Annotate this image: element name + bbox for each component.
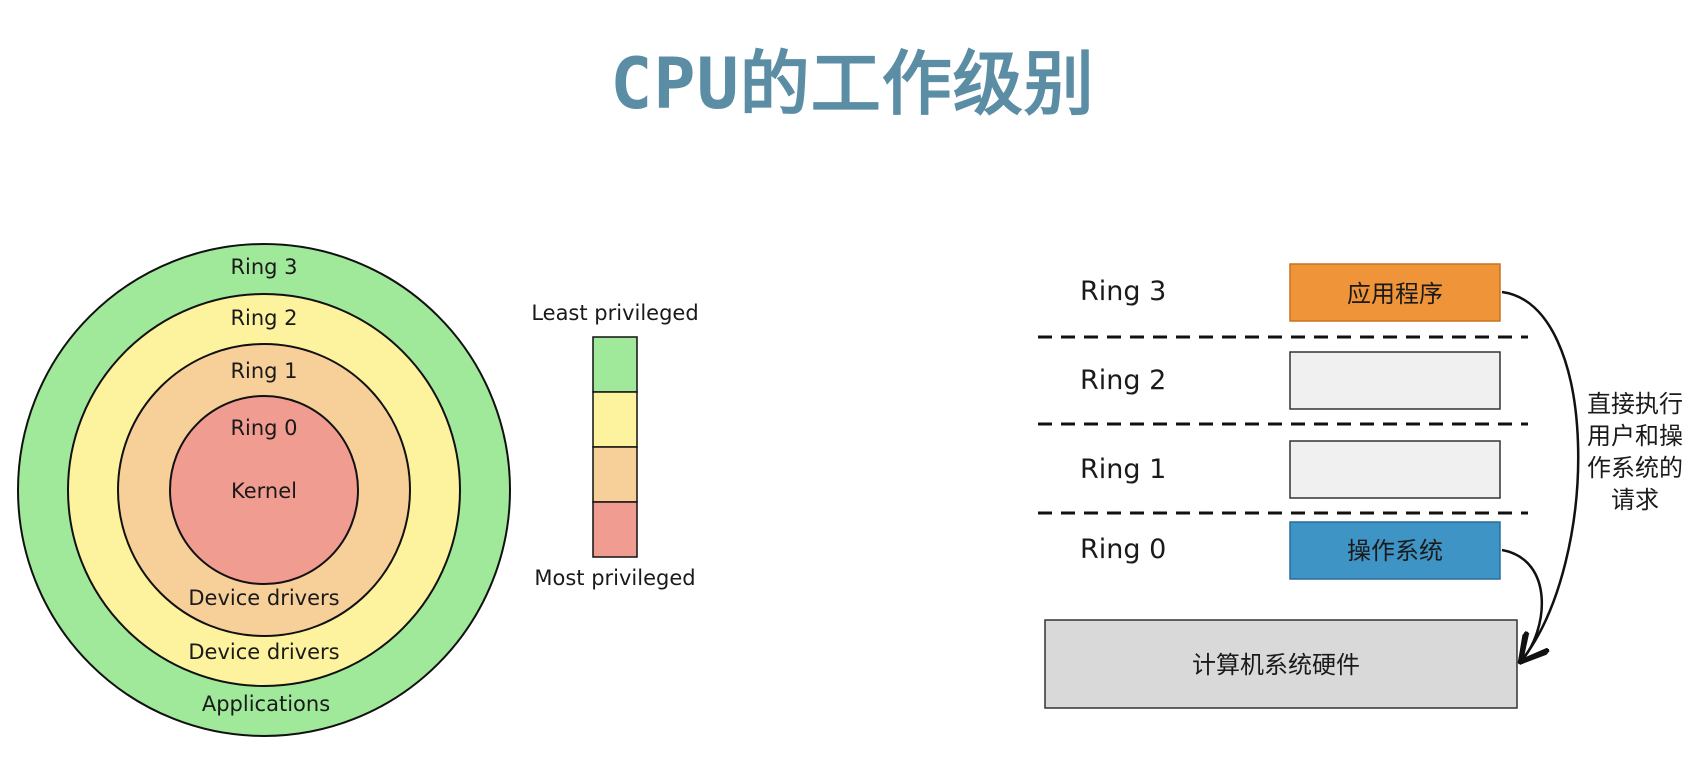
os-box-label: 操作系统: [1347, 537, 1443, 565]
ring3-label: Ring 3: [230, 255, 297, 279]
applications-box-label: 应用程序: [1347, 280, 1443, 308]
least-privileged-label: Least privileged: [531, 301, 698, 325]
hardware-box: [1044, 619, 1518, 709]
applications-box: [1289, 263, 1501, 322]
hardware-box-label: 计算机系统硬件: [1192, 651, 1360, 679]
most-privileged-label: Most privileged: [534, 566, 695, 590]
ring2-empty-box: [1289, 351, 1501, 410]
privilege-layers: Ring 3 Ring 2 Ring 1 Ring 0 应用程序 操作系统 计算…: [1038, 263, 1580, 709]
scale-swatch-ring2: [592, 391, 638, 448]
kernel-label: Kernel: [231, 479, 297, 503]
layer-ring1-label: Ring 1: [1080, 454, 1166, 485]
ring0-circle: [169, 395, 359, 585]
ring1-empty-box: [1289, 440, 1501, 499]
applications-to-hardware-arrow: [1501, 290, 1580, 660]
applications-label: Applications: [202, 692, 330, 716]
scale-swatch-ring1: [592, 446, 638, 503]
ring-diagram: Ring 3 Ring 2 Ring 1 Ring 0 Kernel Devic…: [17, 243, 511, 737]
os-to-hardware-arrow: [1501, 548, 1542, 660]
device-drivers-outer-label: Device drivers: [188, 640, 339, 664]
layer-ring0-label: Ring 0: [1080, 534, 1166, 565]
ring2-label: Ring 2: [230, 306, 297, 330]
direct-execution-note: 直接执行用户和操作系统的请求: [1587, 390, 1683, 514]
scale-swatch-ring0: [592, 501, 638, 558]
page-title: CPU的工作级别: [610, 43, 1095, 125]
ring0-label: Ring 0: [230, 416, 297, 440]
ring1-label: Ring 1: [230, 359, 297, 383]
os-box: [1289, 521, 1501, 580]
device-drivers-inner-label: Device drivers: [188, 586, 339, 610]
layer-ring3-label: Ring 3: [1080, 276, 1166, 307]
scale-swatch-ring3: [592, 336, 638, 393]
layer-ring2-label: Ring 2: [1080, 365, 1166, 396]
privilege-scale: Least privileged Most privileged: [531, 301, 698, 590]
